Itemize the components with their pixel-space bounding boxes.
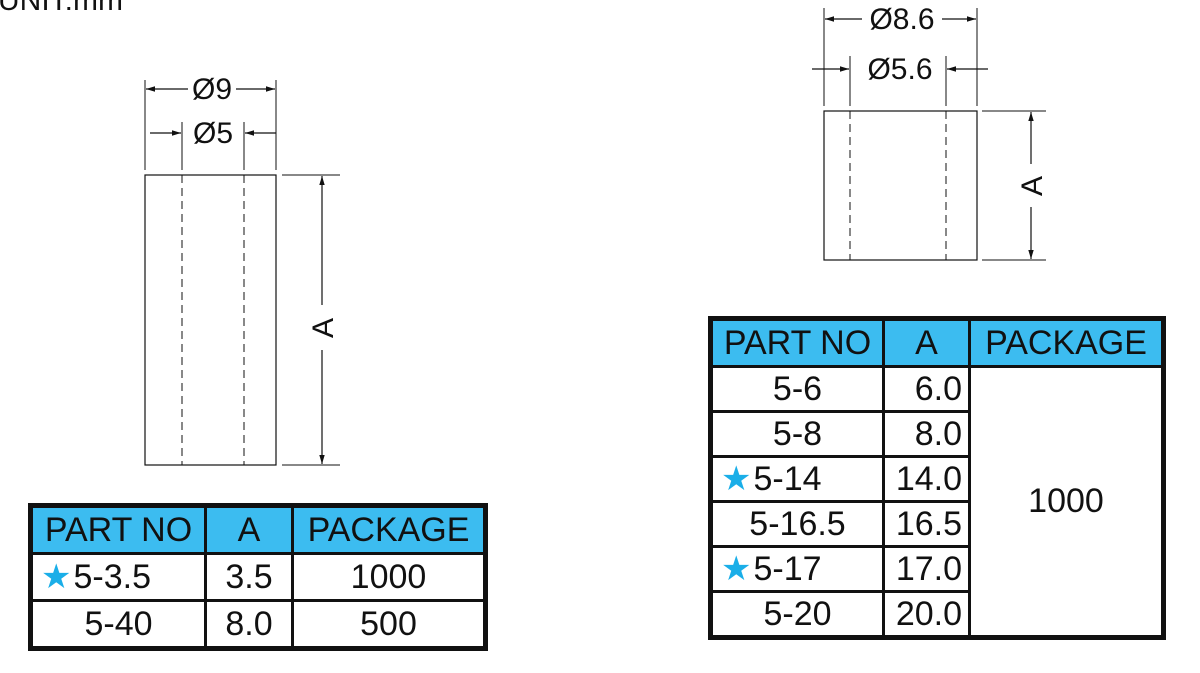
- star-icon: ★: [721, 550, 752, 588]
- star-icon: ★: [721, 460, 752, 498]
- package-cell: 1000: [291, 552, 487, 602]
- a-cell: 20.0: [882, 590, 971, 639]
- unit-label: UNIT:mm: [0, 0, 123, 17]
- part-no-cell: 5-8: [709, 410, 885, 458]
- right-table-header-row: PART NO A PACKAGE: [709, 317, 1165, 368]
- header-part-no: PART NO: [29, 504, 207, 555]
- part-no-cell: 5-20: [709, 590, 885, 639]
- package-cell: 500: [291, 599, 487, 650]
- left-length-label: A: [307, 318, 340, 338]
- table-row: ★5-14 14.0: [709, 455, 1164, 503]
- right-inner-diameter-label: Ø5.6: [867, 53, 932, 86]
- a-cell: 8.0: [882, 410, 971, 458]
- right-part-drawing: [812, 8, 1046, 261]
- table-row: 5-8 8.0: [709, 410, 1164, 458]
- table-row: ★5-3.5 3.5 1000: [29, 552, 487, 602]
- left-outer-diameter-label: Ø9: [192, 73, 232, 106]
- left-table-header-row: PART NO A PACKAGE: [29, 504, 487, 555]
- part-no-text: 5-3.5: [73, 558, 151, 596]
- right-spec-table: PART NO A PACKAGE 5-6 6.0 1000 5-8 8.0 ★…: [708, 316, 1166, 640]
- left-part-body: [144, 174, 277, 466]
- table-row: ★5-17 17.0: [709, 545, 1164, 593]
- part-no-cell: 5-16.5: [709, 500, 885, 548]
- part-no-text: 5-17: [753, 550, 822, 588]
- a-cell: 14.0: [882, 455, 971, 503]
- a-cell: 6.0: [882, 365, 971, 413]
- header-a: A: [204, 504, 294, 555]
- header-part-no: PART NO: [709, 317, 885, 368]
- package-cell: 1000: [968, 365, 1165, 639]
- part-no-cell: ★5-17: [709, 545, 885, 593]
- header-package: PACKAGE: [291, 504, 487, 555]
- part-no-text: 5-14: [753, 460, 822, 498]
- part-no-cell: ★5-3.5: [29, 552, 207, 602]
- a-cell: 3.5: [204, 552, 294, 602]
- header-package: PACKAGE: [968, 317, 1165, 368]
- left-spec-table: PART NO A PACKAGE ★5-3.5 3.5 1000 5-40 8…: [28, 503, 488, 651]
- a-cell: 16.5: [882, 500, 971, 548]
- left-part-drawing: [144, 80, 340, 466]
- table-row: 5-16.5 16.5: [709, 500, 1164, 548]
- right-outer-diameter-label: Ø8.6: [869, 3, 934, 36]
- table-row: 5-20 20.0: [709, 590, 1164, 639]
- left-inner-diameter-label: Ø5: [193, 117, 233, 150]
- part-no-cell: 5-6: [709, 365, 885, 413]
- a-cell: 17.0: [882, 545, 971, 593]
- table-row: 5-40 8.0 500: [29, 599, 487, 650]
- star-icon: ★: [41, 558, 72, 596]
- part-no-cell: 5-40: [29, 599, 207, 650]
- right-length-label: A: [1016, 176, 1049, 196]
- right-part-body: [823, 110, 978, 261]
- part-no-cell: ★5-14: [709, 455, 885, 503]
- header-a: A: [882, 317, 971, 368]
- table-row: 5-6 6.0 1000: [709, 365, 1165, 639]
- a-cell: 8.0: [204, 599, 294, 650]
